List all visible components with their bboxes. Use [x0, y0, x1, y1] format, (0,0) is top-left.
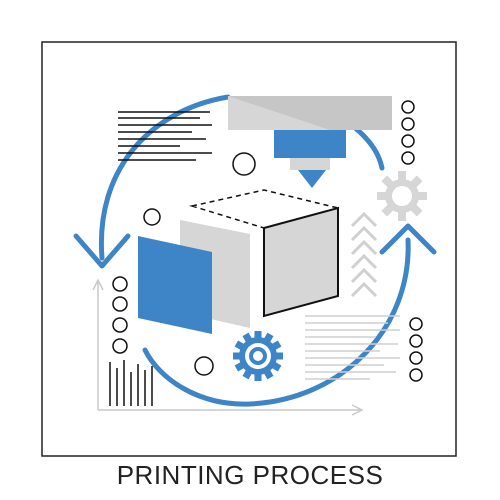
cube-icon — [189, 189, 339, 318]
axes-graphic — [92, 278, 364, 416]
circle-icon — [232, 152, 256, 176]
layer-panels-icon — [138, 220, 250, 334]
circle-dots-icon — [409, 317, 423, 382]
text-lines-icon — [305, 315, 400, 380]
gear-icon — [377, 171, 427, 221]
circle-icon — [194, 356, 214, 376]
text-lines-icon — [118, 111, 212, 161]
bar-lines-icon — [109, 360, 153, 406]
printer-nozzle-icon — [228, 96, 392, 188]
circle-icon — [143, 208, 161, 226]
circle-dots-icon — [401, 100, 415, 165]
circle-dots-icon — [112, 276, 128, 354]
cycle-arrows-icon — [73, 94, 437, 407]
caption-title: PRINTING PROCESS — [116, 460, 384, 490]
gear-icon — [233, 331, 283, 381]
chevrons-up-icon — [350, 211, 378, 298]
